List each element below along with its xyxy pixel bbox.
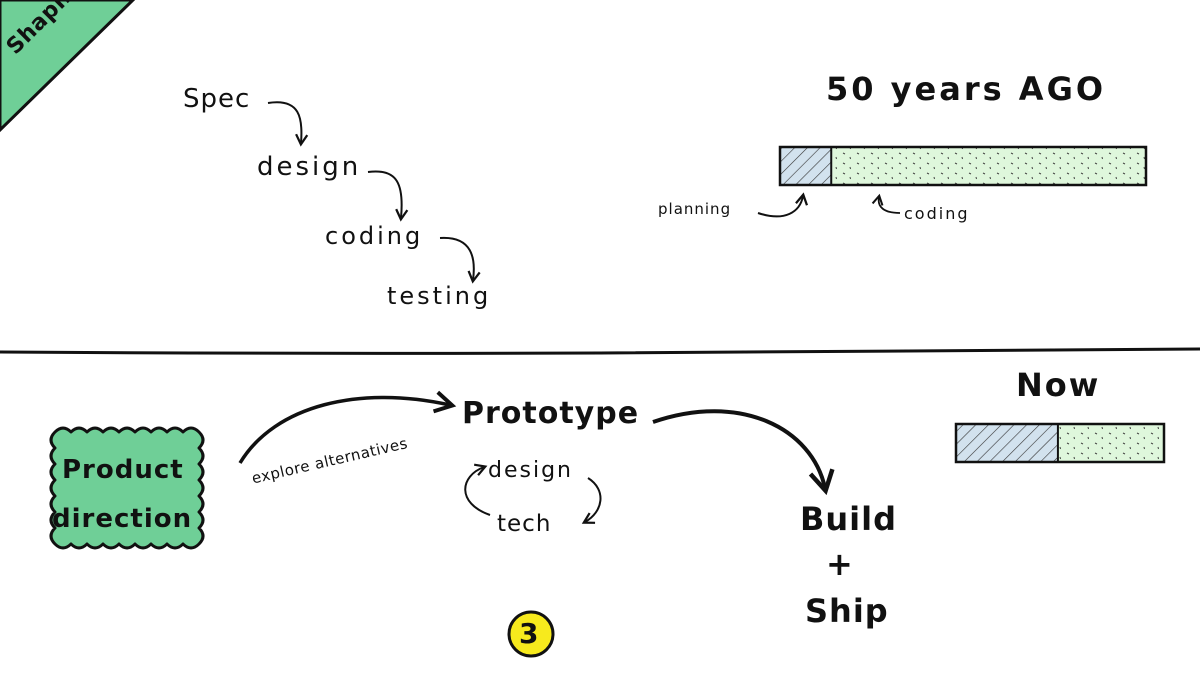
corner-triangle <box>0 0 136 133</box>
arrow-spec-design <box>267 101 309 147</box>
explore-arrow <box>238 390 457 464</box>
product-label: Product <box>62 455 184 485</box>
past-bar-outline <box>778 145 1148 187</box>
loop-design-label: design <box>488 458 573 483</box>
planning-pointer-arrow <box>757 192 809 218</box>
build-arrow <box>652 409 835 496</box>
plus-label: + <box>826 545 854 583</box>
past-planning-hatch <box>780 147 832 185</box>
page-number: 3 <box>519 617 540 650</box>
past-title: 50 years AGO <box>826 70 1107 108</box>
coding-pointer-arrow <box>871 193 901 214</box>
prototype-title: Prototype <box>462 396 640 431</box>
loop-tech-label: tech <box>497 511 552 537</box>
build-label: Build <box>800 500 898 538</box>
past-time-bar <box>778 145 1148 187</box>
step-testing: testing <box>387 282 492 310</box>
step-spec: Spec <box>183 84 251 114</box>
step-coding: coding <box>325 222 424 250</box>
past-coding-label: coding <box>904 204 970 223</box>
arrow-coding-testing <box>439 236 481 284</box>
now-bar-outline <box>954 422 1166 464</box>
now-time-bar <box>954 422 1166 464</box>
ship-label: Ship <box>805 592 889 630</box>
page-number-circle <box>507 610 555 658</box>
past-coding-dots <box>831 147 1146 185</box>
loop-arrow-left <box>464 463 491 516</box>
now-coding-dots <box>1057 424 1164 462</box>
now-planning-hatch <box>956 424 1058 462</box>
product-direction-cloud <box>49 426 205 550</box>
past-planning-label: planning <box>658 200 732 218</box>
direction-label: direction <box>52 504 193 534</box>
section-separator <box>0 347 1200 355</box>
arrow-design-coding <box>367 170 409 222</box>
loop-arrow-right <box>581 477 602 524</box>
now-title: Now <box>1016 366 1101 404</box>
step-design: design <box>257 152 362 182</box>
